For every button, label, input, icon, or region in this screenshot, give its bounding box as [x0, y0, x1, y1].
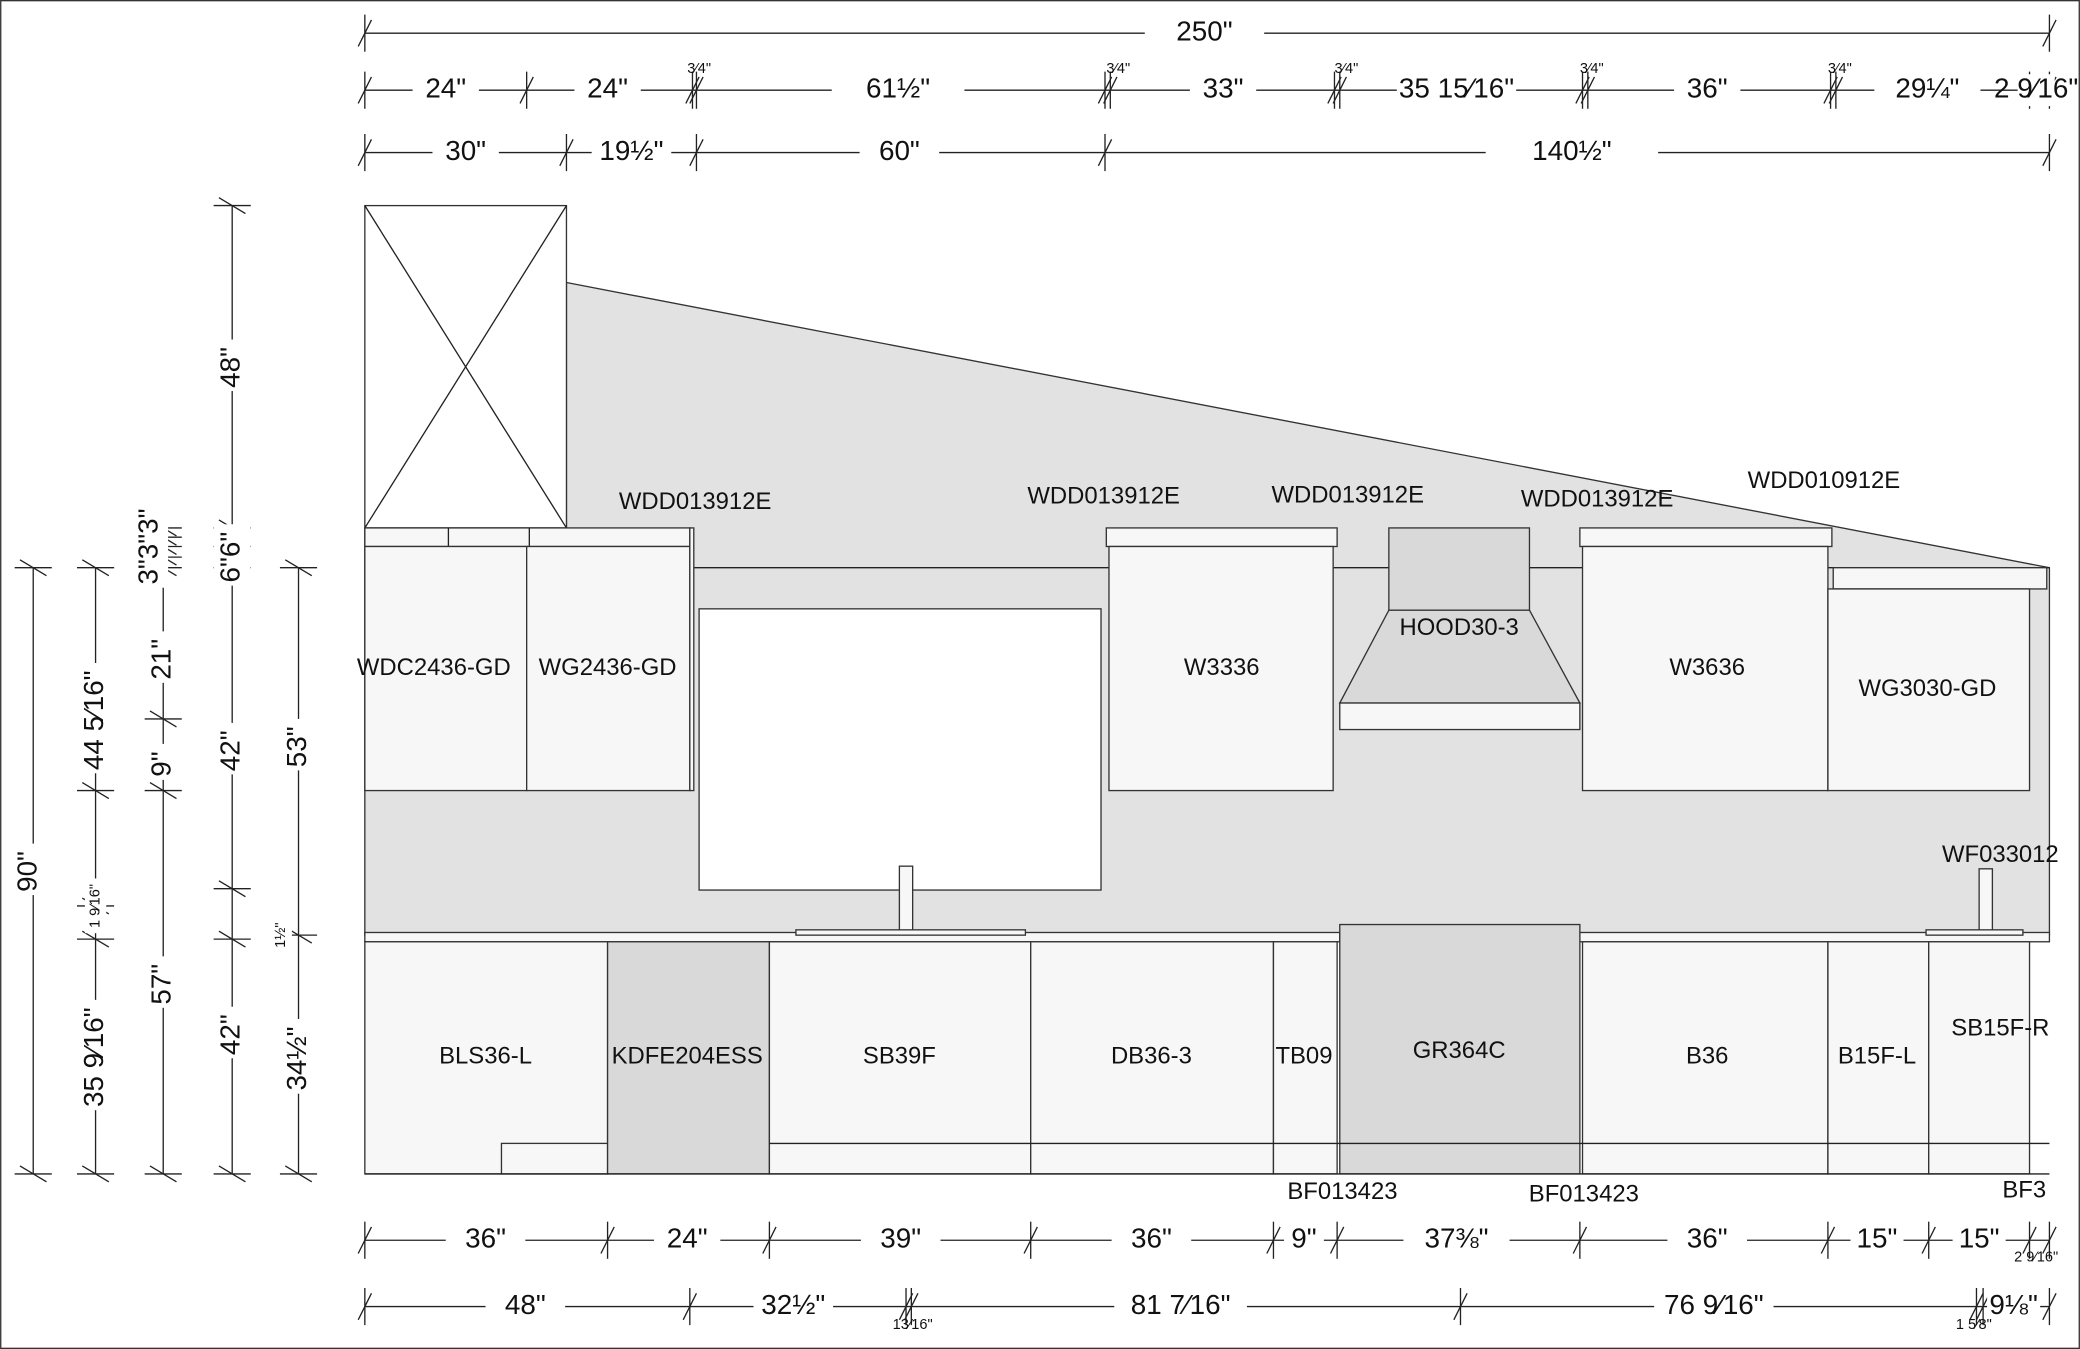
- dim-label-small: 3⁄4": [1828, 61, 1852, 77]
- cabinet-wdc2436[interactable]: [364, 545, 528, 792]
- sink: [795, 929, 1027, 936]
- base-cabinet-label: SB39F: [863, 1042, 936, 1069]
- dim-label-vertical: 21": [146, 639, 177, 680]
- faucet: [898, 865, 914, 934]
- dim-label: 15": [1959, 1223, 2000, 1254]
- dim-label: 9⅛": [1989, 1289, 2038, 1320]
- dim-label-vertical: 3"3"3": [132, 508, 163, 584]
- dim-label: 61½": [866, 73, 930, 104]
- cabinet-b36[interactable]: [1581, 941, 1829, 1175]
- dim-label-vertical: 1½": [273, 922, 289, 947]
- cabinet-w3336[interactable]: [1108, 545, 1334, 792]
- dim-label-small: 2 9⁄16": [2014, 1249, 2058, 1265]
- upper-cabinet-label: WG2436-GD: [539, 654, 677, 681]
- dim-label-vertical: 48": [215, 347, 246, 388]
- window: [698, 608, 1102, 891]
- dim-label-small: 3⁄4": [687, 61, 711, 77]
- upper-cabinet-label: WG3030-GD: [1858, 675, 1996, 702]
- range[interactable]: [1339, 923, 1581, 1175]
- door-label: WDD013912E: [1027, 483, 1180, 510]
- hood-chimney: [1388, 527, 1531, 611]
- dim-label: 76 9⁄16": [1664, 1289, 1764, 1320]
- dim-label: 15": [1857, 1223, 1898, 1254]
- filler-label: BF3: [2002, 1176, 2046, 1203]
- dim-label-small: 3⁄4": [1334, 61, 1358, 77]
- cabinet-tb09[interactable]: [1272, 941, 1338, 1175]
- filler-label: BF013423: [1529, 1180, 1639, 1207]
- dim-label-vertical: 9": [146, 751, 177, 776]
- base-cabinet-label: BLS36-L: [439, 1042, 532, 1069]
- dim-label-small: 3⁄4": [1580, 61, 1604, 77]
- dim-label: 48": [505, 1289, 546, 1320]
- base-cabinet-label: B15F-L: [1838, 1042, 1916, 1069]
- base-cabinet-label: KDFE204ESS: [612, 1042, 763, 1069]
- upper-cabinet-label: W3336: [1184, 654, 1260, 681]
- dim-label-vertical: 6"6": [215, 532, 246, 583]
- faucet: [1978, 868, 1994, 934]
- dim-label-vertical: 42": [215, 730, 246, 771]
- dim-label: 19½": [599, 135, 663, 166]
- door-label: WDD013912E: [1271, 481, 1424, 508]
- door-label: WDD013912E: [1521, 485, 1674, 512]
- dim-label: 39": [880, 1223, 921, 1254]
- dishwasher[interactable]: [606, 941, 771, 1175]
- dim-label-vertical: 57": [146, 964, 177, 1005]
- dim-label: 24": [425, 73, 466, 104]
- dim-label: 36": [1687, 1223, 1728, 1254]
- dim-label: 9": [1291, 1223, 1316, 1254]
- door-label: WF033012: [1942, 841, 2059, 868]
- dim-label-vertical: 34½": [281, 1026, 312, 1090]
- base-cabinet-label: GR364C: [1413, 1037, 1506, 1064]
- dim-label: 37⅜": [1424, 1223, 1488, 1254]
- dim-label: 30": [445, 135, 486, 166]
- upper-cabinet-label: W3636: [1669, 654, 1745, 681]
- door-label: WDD013912E: [619, 488, 772, 515]
- dim-label: 36": [1131, 1223, 1172, 1254]
- upper-cabinets: [364, 527, 2048, 891]
- upper-cabinet-label: WDC2436-GD: [357, 654, 511, 681]
- filler-label: BF013423: [1287, 1178, 1397, 1205]
- dim-label-small: 1 5⁄8": [1956, 1317, 1992, 1333]
- base-cabinet-label: DB36-3: [1111, 1042, 1192, 1069]
- base-cabinet-label: B36: [1686, 1042, 1728, 1069]
- dim-label: 29¼": [1895, 73, 1959, 104]
- dim-label: 32½": [761, 1289, 825, 1320]
- dim-label-vertical: 1 9⁄16": [87, 884, 103, 928]
- door-label: WDD010912E: [1748, 467, 1901, 494]
- dim-label: 60": [879, 135, 920, 166]
- dim-label: 24": [667, 1223, 708, 1254]
- dim-label: 33": [1203, 73, 1244, 104]
- labels: 250" 24" 24" 61½" 33" 35 15⁄16" 36" 29¼" 2 9⁄16"…: [11, 16, 2078, 1333]
- sink: [1925, 929, 2024, 936]
- cabinet-wg3030[interactable]: [1827, 588, 2031, 792]
- cabinet-b15f[interactable]: [1827, 941, 1930, 1175]
- dim-label-overall: 250": [1176, 16, 1232, 47]
- dim-label: 81 7⁄16": [1131, 1289, 1231, 1320]
- dim-label: 35 15⁄16": [1399, 73, 1514, 104]
- dim-label: 36": [465, 1223, 506, 1254]
- dim-label: 36": [1687, 73, 1728, 104]
- dim-label-vertical: 90": [12, 851, 43, 892]
- cabinet-w3636[interactable]: [1581, 545, 1829, 792]
- dim-label: 140½": [1532, 135, 1612, 166]
- cabinet-sb39f[interactable]: [768, 941, 1032, 1175]
- dim-label-small: 3⁄4": [1106, 61, 1130, 77]
- cabinet-db36[interactable]: [1030, 941, 1275, 1175]
- dim-label-vertical: 44 5⁄16": [78, 670, 109, 770]
- upper-cabinet-label: HOOD30-3: [1399, 614, 1518, 641]
- dim-label-vertical: 53": [281, 726, 312, 767]
- base-cabinet-label: SB15F-R: [1951, 1015, 2049, 1042]
- base-cabinet-label: TB09: [1275, 1042, 1332, 1069]
- dim-label: 24": [587, 73, 628, 104]
- dim-label-vertical: 35 9⁄16": [78, 1007, 109, 1107]
- cabinet-sb15f[interactable]: [1928, 941, 2031, 1175]
- cabinet-wg2436[interactable]: [526, 545, 691, 792]
- dim-label-vertical: 42": [215, 1014, 246, 1055]
- base-cabinets: [364, 923, 2050, 1175]
- dim-label: 2 9⁄16": [1994, 73, 2078, 104]
- dim-label-small: 13⁄16": [893, 1317, 933, 1333]
- refrigerator-opening: [364, 204, 568, 529]
